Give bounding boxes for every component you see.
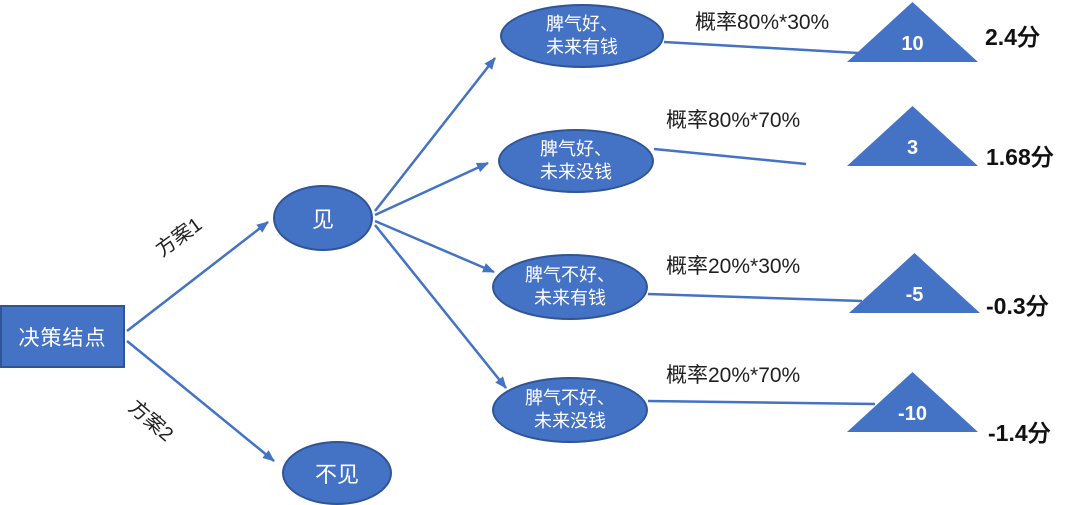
- outcome-ellipse-2-text: 脾气好、未来没钱: [540, 138, 612, 185]
- terminal-node-not-see: 不见: [282, 441, 392, 505]
- payoff-value-3: -5: [905, 284, 924, 306]
- outcome-ellipse-1-text: 脾气好、未来有钱: [546, 13, 618, 60]
- outcome-4-line1: 脾气不好、: [525, 387, 615, 408]
- terminal-node-not-see-label: 不见: [314, 462, 359, 487]
- chance-arrow-outcome-4: [374, 224, 507, 389]
- decision-root-label: 决策结点: [18, 326, 107, 350]
- payoff-value-4: -10: [898, 403, 927, 425]
- probability-label-3: 概率20%*30%: [666, 255, 801, 278]
- outcome-ellipse-4-text: 脾气不好、未来没钱: [525, 387, 615, 434]
- outcome-ellipse-1: 脾气好、未来有钱: [500, 4, 664, 68]
- outcome-ellipse-3-text: 脾气不好、未来有钱: [525, 264, 615, 311]
- outcome-2-line2: 未来没钱: [540, 162, 612, 182]
- expected-score-label-1: 2.4分: [985, 24, 1040, 50]
- outcome-3-line2: 未来有钱: [534, 288, 606, 308]
- outcome-ellipse-3: 脾气不好、未来有钱: [492, 254, 648, 320]
- outcome-1-line2: 未来有钱: [546, 37, 618, 57]
- chance-arrow-outcome-1: [374, 57, 496, 212]
- expected-score-label-2: 1.68分: [986, 144, 1054, 170]
- expected-score-label-3: -0.3分: [986, 293, 1049, 319]
- payoff-connector-4: [647, 399, 876, 406]
- outcome-ellipse-2: 脾气好、未来没钱: [498, 129, 654, 193]
- probability-label-2: 概率80%*70%: [666, 109, 801, 132]
- payoff-value-2: 3: [906, 137, 919, 159]
- outcome-4-line2: 未来没钱: [534, 411, 606, 431]
- branch-arrow-plan1: [126, 221, 269, 332]
- chance-arrow-outcome-3: [374, 219, 495, 274]
- payoff-connector-3: [647, 292, 863, 303]
- chance-node-see: 见: [273, 185, 373, 251]
- outcome-2-line1: 脾气好、: [540, 138, 612, 159]
- decision-root-node: 决策结点: [0, 305, 125, 368]
- chance-arrow-outcome-2: [374, 161, 489, 217]
- outcome-3-line1: 脾气不好、: [525, 264, 615, 285]
- outcome-1-line1: 脾气好、: [546, 13, 618, 34]
- payoff-connector-2: [653, 147, 807, 166]
- payoff-connector-1: [663, 40, 859, 55]
- probability-label-4: 概率20%*70%: [666, 364, 801, 387]
- payoff-value-1: 10: [901, 33, 924, 55]
- chance-node-see-label: 见: [311, 207, 334, 232]
- outcome-ellipse-4: 脾气不好、未来没钱: [492, 377, 648, 443]
- branch-arrow-plan2: [126, 340, 275, 462]
- probability-label-1: 概率80%*30%: [695, 11, 830, 34]
- expected-score-label-4: -1.4分: [988, 420, 1051, 446]
